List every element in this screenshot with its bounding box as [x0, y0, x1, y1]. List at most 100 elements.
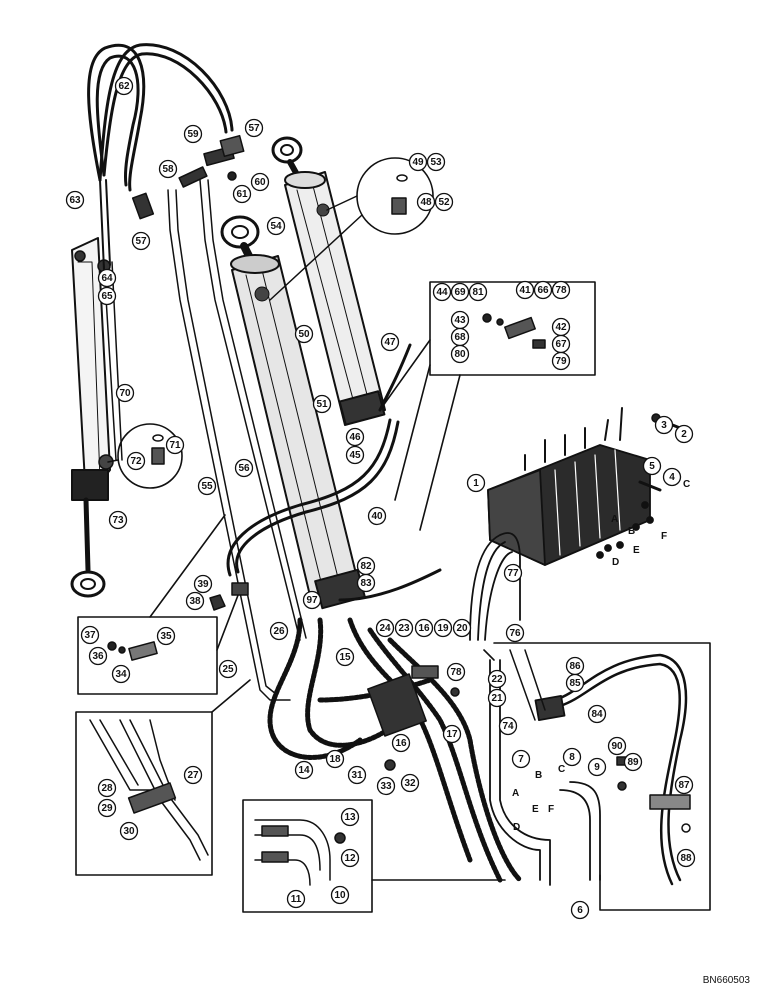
callout-circle [131, 231, 151, 251]
callout-62: 62 [114, 76, 134, 96]
callout-circle [414, 618, 434, 638]
port-letter-A: A [611, 514, 618, 525]
callout-38: 38 [185, 591, 205, 611]
callout-circle [97, 268, 117, 288]
inset-frames [75, 281, 711, 913]
callout-88: 88 [676, 848, 696, 868]
callout-78: 78 [551, 280, 571, 300]
callout-number: 85 [569, 678, 581, 689]
callout-number: 18 [329, 754, 341, 765]
callout-number: 12 [344, 853, 356, 864]
callout-31: 31 [347, 765, 367, 785]
callout-27: 27 [183, 765, 203, 785]
port-letter-D: D [513, 822, 520, 833]
callout-circle [511, 749, 531, 769]
callout-circle [642, 456, 662, 476]
callout-circle [416, 192, 436, 212]
callout-number: 64 [101, 273, 113, 284]
callout-circle [450, 282, 470, 302]
callout-circle [108, 510, 128, 530]
callout-number: 22 [491, 674, 503, 685]
callout-number: 54 [270, 221, 282, 232]
callout-circle [65, 190, 85, 210]
callout-number: 89 [627, 757, 639, 768]
callout-number: 47 [384, 337, 396, 348]
callout-circle [347, 765, 367, 785]
callout-number: 82 [360, 561, 372, 572]
callout-circle [126, 451, 146, 471]
callout-number: 5 [649, 461, 655, 472]
callout-6: 6 [570, 900, 590, 920]
callout-number: 84 [591, 709, 603, 720]
callout-number: 74 [502, 721, 514, 732]
port-letter-B: B [628, 526, 635, 537]
callout-59: 59 [183, 124, 203, 144]
callout-number: 3 [661, 420, 667, 431]
callout-number: 88 [680, 853, 692, 864]
callout-number: 44 [436, 287, 448, 298]
callout-number: 32 [404, 778, 416, 789]
callout-30: 30 [119, 821, 139, 841]
callout-number: 28 [101, 783, 113, 794]
callout-circle [551, 280, 571, 300]
callout-number: 19 [437, 623, 449, 634]
callout-78: 78 [446, 662, 466, 682]
callout-number: 1 [473, 478, 479, 489]
callout-number: 86 [569, 661, 581, 672]
callout-72: 72 [126, 451, 146, 471]
callout-74: 74 [498, 716, 518, 736]
callout-circle [367, 506, 387, 526]
callout-29: 29 [97, 798, 117, 818]
callout-32: 32 [400, 773, 420, 793]
callout-number: 49 [412, 157, 424, 168]
callout-circle [115, 383, 135, 403]
callout-circle [312, 394, 332, 414]
callout-number: 57 [135, 236, 147, 247]
callout-circle [515, 280, 535, 300]
callout-number: 97 [306, 595, 318, 606]
callout-number: 6 [577, 905, 583, 916]
callout-circle [345, 427, 365, 447]
callout-number: 36 [92, 651, 104, 662]
callout-circle [193, 574, 213, 594]
callout-10: 10 [330, 885, 350, 905]
callout-circle [111, 664, 131, 684]
callout-77: 77 [503, 563, 523, 583]
callout-97: 97 [302, 590, 322, 610]
boom-cylinder-right [271, 136, 386, 426]
callout-number: 70 [119, 388, 131, 399]
callout-24: 24 [375, 618, 395, 638]
callout-circle [119, 821, 139, 841]
callout-20: 20 [452, 618, 472, 638]
callout-circle [218, 659, 238, 679]
callout-60: 60 [250, 172, 270, 192]
callout-number: 57 [248, 123, 260, 134]
callout-70: 70 [115, 383, 135, 403]
port-letter-A: A [512, 788, 519, 799]
callout-42: 42 [551, 317, 571, 337]
callout-number: 77 [507, 568, 519, 579]
callout-number: 53 [430, 157, 442, 168]
callout-50: 50 [294, 324, 314, 344]
callout-67: 67 [551, 334, 571, 354]
callout-9: 9 [587, 757, 607, 777]
control-valve [487, 407, 654, 566]
callout-number: 29 [101, 803, 113, 814]
callout-14: 14 [294, 760, 314, 780]
callout-64: 64 [97, 268, 117, 288]
callout-number: 83 [360, 578, 372, 589]
callout-number: 7 [518, 754, 524, 765]
callout-86: 86 [565, 656, 585, 676]
callout-circle [434, 192, 454, 212]
callout-63: 63 [65, 190, 85, 210]
callout-number: 38 [189, 596, 201, 607]
callout-number: 24 [379, 623, 391, 634]
callout-number: 15 [339, 652, 351, 663]
callout-circle [587, 704, 607, 724]
callout-28: 28 [97, 778, 117, 798]
callout-47: 47 [380, 332, 400, 352]
callout-number: 33 [380, 781, 392, 792]
callout-circle [97, 798, 117, 818]
callout-57: 57 [244, 118, 264, 138]
